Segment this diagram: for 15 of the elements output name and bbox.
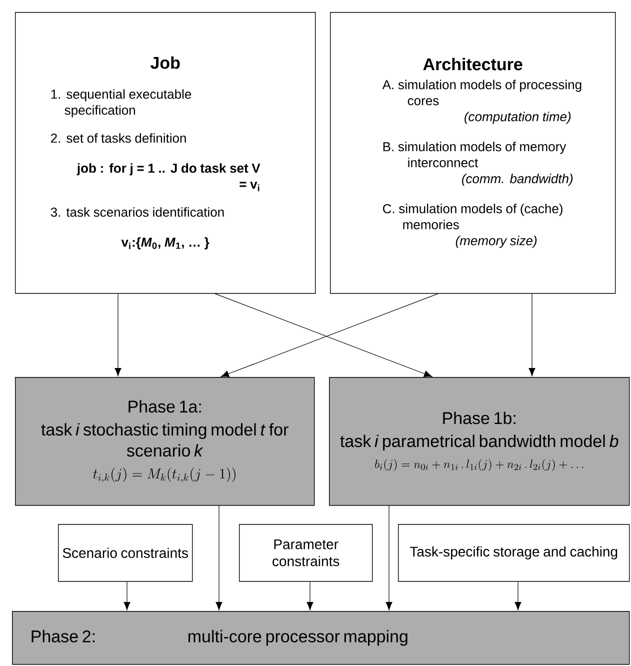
constraint-box: Parameter constraints bbox=[239, 524, 373, 582]
phase-box: Phase 2: multi-core processor mapping bbox=[12, 611, 630, 665]
constraint-box: Scenario constraints bbox=[58, 524, 193, 582]
arrow bbox=[386, 505, 392, 610]
arrow bbox=[114, 293, 122, 376]
arrow bbox=[124, 581, 130, 610]
storage-box: Task-specific storage and caching bbox=[398, 524, 630, 582]
arrow bbox=[528, 293, 536, 376]
arrow bbox=[306, 581, 314, 610]
phase-box: Phase 1a: task i stochastic timing model t for scenario k $t_{i,k}(j) = M_k(t_{i,k}(j-1))$ bbox=[15, 377, 315, 506]
phase-box: Phase 1b: task i parametrical bandwidth model b $b_i(j) = n_{0i} + n_{1i}\,.\,l_{1i}(j) + n_{2i}\,.\,l_{2i}(j) + \ldots$ bbox=[329, 377, 630, 506]
architecture-box: Architecture A. simulation models of processing cores (computation time) B. simulation models of memory interconnect (comm. bandwidth) C. simulation models of (cache) memories (memory size) bbox=[330, 12, 616, 294]
job-box: Job 1. sequential executable specification 2. set of tasks definition job : for j = 1 .. J do task set V = v$_{i}$ 3. task scenarios identification v$_{i}$:{M$_{0}$, M$_{1}$, … } bbox=[15, 12, 316, 294]
arrow bbox=[216, 505, 222, 610]
arrow bbox=[514, 581, 522, 610]
